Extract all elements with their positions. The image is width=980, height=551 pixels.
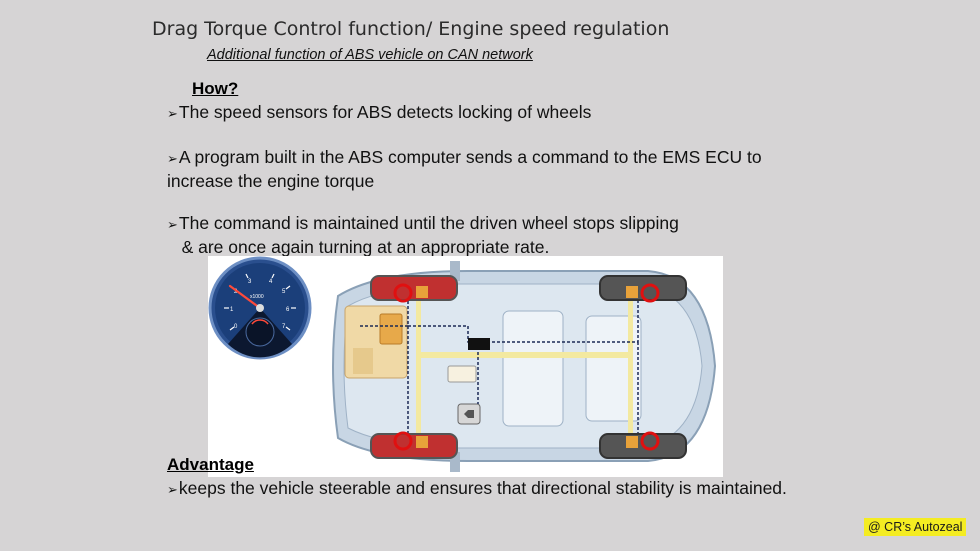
bullet-2-line-2: increase the engine torque	[167, 171, 375, 191]
gauge-tick: 4	[269, 279, 273, 285]
car-top-view	[332, 261, 717, 472]
rear-right-wheel	[599, 431, 687, 459]
bullet-3-line-2: & are once again turning at an appropria…	[167, 237, 550, 257]
bullet-2: ➢A program built in the ABS computer sen…	[167, 146, 762, 192]
gauge-tick: 1	[230, 307, 234, 313]
bullet-1-line-1: The speed sensors for ABS detects lockin…	[178, 102, 592, 122]
bullet-3-line-1: The command is maintained until the driv…	[178, 213, 679, 233]
slide-subtitle: Additional function of ABS vehicle on CA…	[207, 47, 533, 63]
gauge-needle	[228, 284, 262, 310]
wiring-harness	[358, 291, 639, 441]
gauge-tick: 7	[282, 324, 286, 330]
bullet-arrow-icon: ➢	[167, 151, 178, 166]
tachometer-gauge: 0 1 2 3 4 5 6 7 x1000	[208, 256, 312, 360]
slide-title: Drag Torque Control function/ Engine spe…	[152, 18, 670, 40]
gauge-tick: 3	[248, 279, 252, 285]
advantage-bullet: ➢keeps the vehicle steerable and ensures…	[167, 477, 787, 501]
gauge-tick: 2	[234, 289, 238, 295]
advantage-text: keeps the vehicle steerable and ensures …	[178, 478, 787, 498]
bullet-3: ➢The command is maintained until the dri…	[167, 212, 679, 258]
gauge-tick: 0	[234, 324, 238, 330]
gauge-tick: 6	[286, 307, 290, 313]
front-right-wheel	[599, 275, 687, 303]
abs-system-diagram: 0 1 2 3 4 5 6 7 x1000	[208, 256, 723, 477]
watermark-badge: @ CR’s Autozeal	[864, 518, 967, 536]
abs-unit	[468, 338, 490, 350]
bullet-arrow-icon: ➢	[167, 106, 178, 121]
how-heading: How?	[192, 79, 239, 98]
gauge-unit-label: x1000	[250, 294, 264, 300]
bullet-arrow-icon: ➢	[167, 482, 178, 497]
bullet-arrow-icon: ➢	[167, 217, 178, 232]
bullet-2-line-1: A program built in the ABS computer send…	[178, 147, 762, 167]
rear-left-wheel	[370, 431, 458, 459]
front-left-wheel	[370, 275, 458, 303]
advantage-heading: Advantage	[167, 455, 254, 474]
bullet-1: ➢The speed sensors for ABS detects locki…	[167, 101, 591, 125]
gauge-tick: 5	[282, 289, 286, 295]
